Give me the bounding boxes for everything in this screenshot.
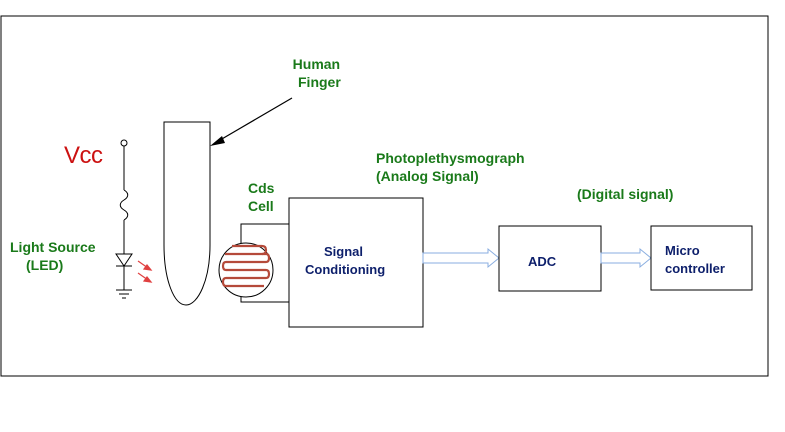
digital-signal-label: (Digital signal) — [577, 186, 674, 202]
adc-label: ADC — [528, 254, 557, 269]
light-source-label: Light Source (LED) — [10, 238, 96, 274]
human-finger-label: Human Finger — [292, 55, 341, 91]
vcc-label: Vcc — [64, 142, 103, 169]
arrow-to-microcontroller — [600, 247, 652, 269]
signal-conditioning-label: Signal Conditioning — [305, 243, 385, 279]
human-finger-line-1: Human — [292, 56, 341, 72]
signal-conditioning-line-2: Conditioning — [305, 262, 386, 277]
microcontroller-line-2: controller — [665, 261, 725, 276]
diagram-frame — [0, 15, 769, 377]
microcontroller-line-1: Micro — [665, 243, 700, 258]
signal-conditioning-line-1: Signal — [324, 244, 364, 259]
photoplethysmograph-line-2: (Analog Signal) — [376, 168, 479, 184]
resistor-symbol — [119, 189, 129, 221]
human-finger-line-2: Finger — [298, 74, 341, 90]
arrow-to-adc — [422, 247, 500, 269]
cds-cell-trace — [221, 252, 271, 288]
adc-box — [498, 225, 602, 292]
light-source-line-2: (LED) — [26, 257, 64, 273]
cds-cell-line-2: Cell — [248, 198, 274, 214]
microcontroller-box — [650, 225, 753, 291]
finger-pointer-line — [214, 97, 293, 144]
cds-cell-trace-top — [232, 244, 268, 256]
microcontroller-label: Micro controller — [665, 242, 725, 278]
finger-shape — [163, 121, 211, 306]
vcc-terminal — [120, 139, 128, 147]
photoplethysmograph-line-1: Photoplethysmograph — [376, 150, 525, 166]
cds-cell-label: Cds Cell — [248, 179, 274, 215]
photoplethysmograph-label: Photoplethysmograph (Analog Signal) — [376, 149, 525, 185]
cds-cell-line-1: Cds — [248, 180, 275, 196]
finger-pointer-arrowhead — [210, 136, 225, 146]
led-diode-symbol — [115, 253, 133, 267]
led-light-rays — [137, 260, 153, 283]
signal-conditioning-box — [288, 197, 424, 328]
light-source-line-1: Light Source — [10, 239, 96, 255]
